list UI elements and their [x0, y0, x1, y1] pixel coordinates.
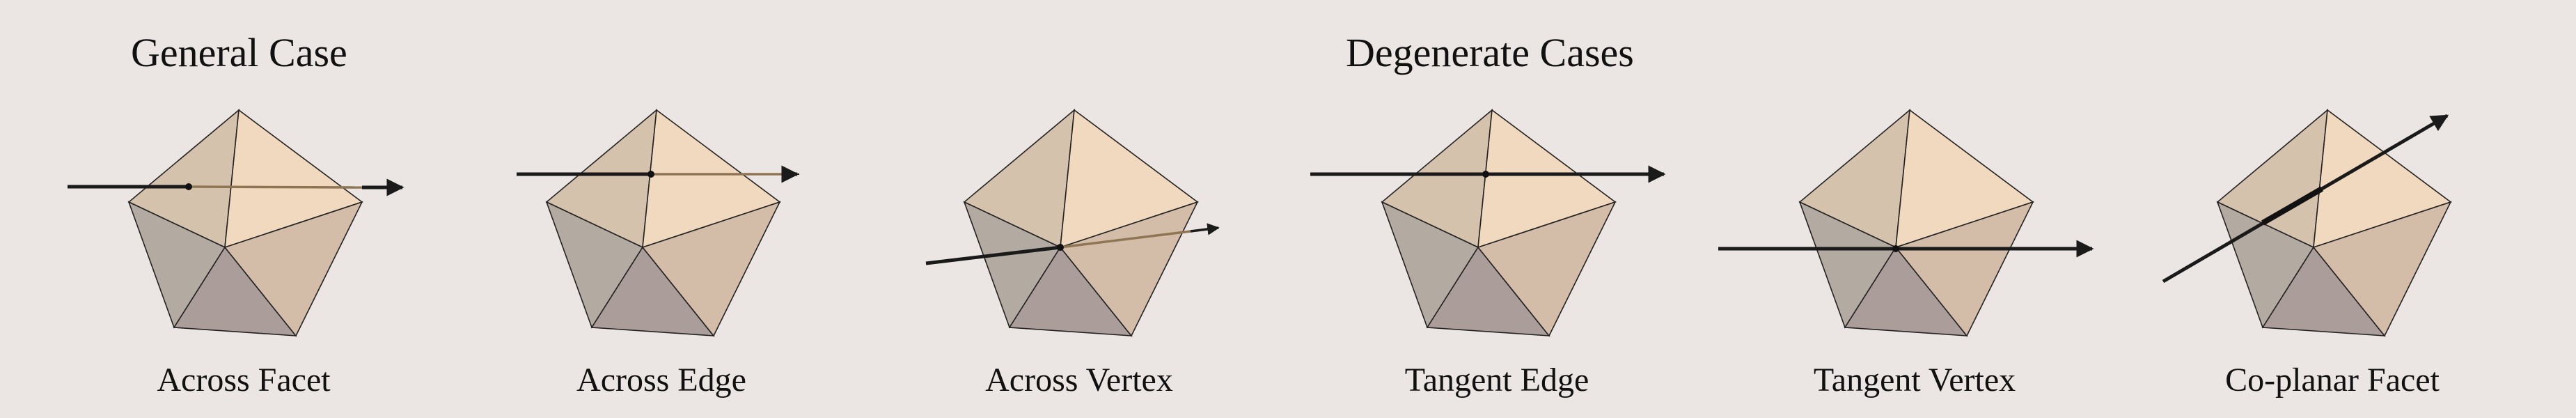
polyhedron [2216, 109, 2452, 337]
panel-across-vertex [925, 109, 1220, 337]
polyhedron [1798, 109, 2034, 337]
ray-coplanar-overlap [2261, 186, 2323, 226]
intersection-point [1892, 245, 1899, 252]
panel-co-planar-facet [2162, 109, 2452, 337]
panel-tangent-edge [1310, 109, 1666, 337]
facet-lower-right [641, 201, 781, 337]
caption-across-edge: Across Edge [576, 362, 746, 398]
ray-behind-segment [1060, 230, 1191, 249]
caption-across-vertex: Across Vertex [985, 362, 1173, 398]
caption-across-facet: Across Facet [157, 362, 331, 398]
intersection-point [185, 183, 192, 190]
caption-tangent-edge: Tangent Edge [1404, 362, 1589, 398]
intersection-point [1482, 171, 1489, 178]
intersection-point [647, 171, 654, 178]
heading-degenerate-cases: Degenerate Cases [1346, 30, 1634, 75]
panel-tangent-vertex [1718, 109, 2094, 337]
facet-lower-right [223, 201, 363, 337]
polyhedron [963, 109, 1199, 337]
polyhedron [1381, 109, 1617, 337]
intersection-point [1057, 244, 1064, 251]
facet-lower-right [1894, 201, 2034, 337]
panel-across-edge [517, 109, 799, 337]
panel-across-facet [68, 109, 405, 337]
polyhedron [545, 109, 781, 337]
ray-exit-segment [1190, 223, 1220, 235]
facet-lower-right [1477, 201, 1617, 337]
caption-co-planar-facet: Co-planar Facet [2225, 362, 2440, 398]
heading-general-case: General Case [131, 30, 347, 75]
ray-front-segment [925, 245, 1061, 265]
polyhedron [127, 109, 363, 337]
caption-tangent-vertex: Tangent Vertex [1813, 362, 2016, 398]
facet-lower-right [2312, 201, 2452, 337]
